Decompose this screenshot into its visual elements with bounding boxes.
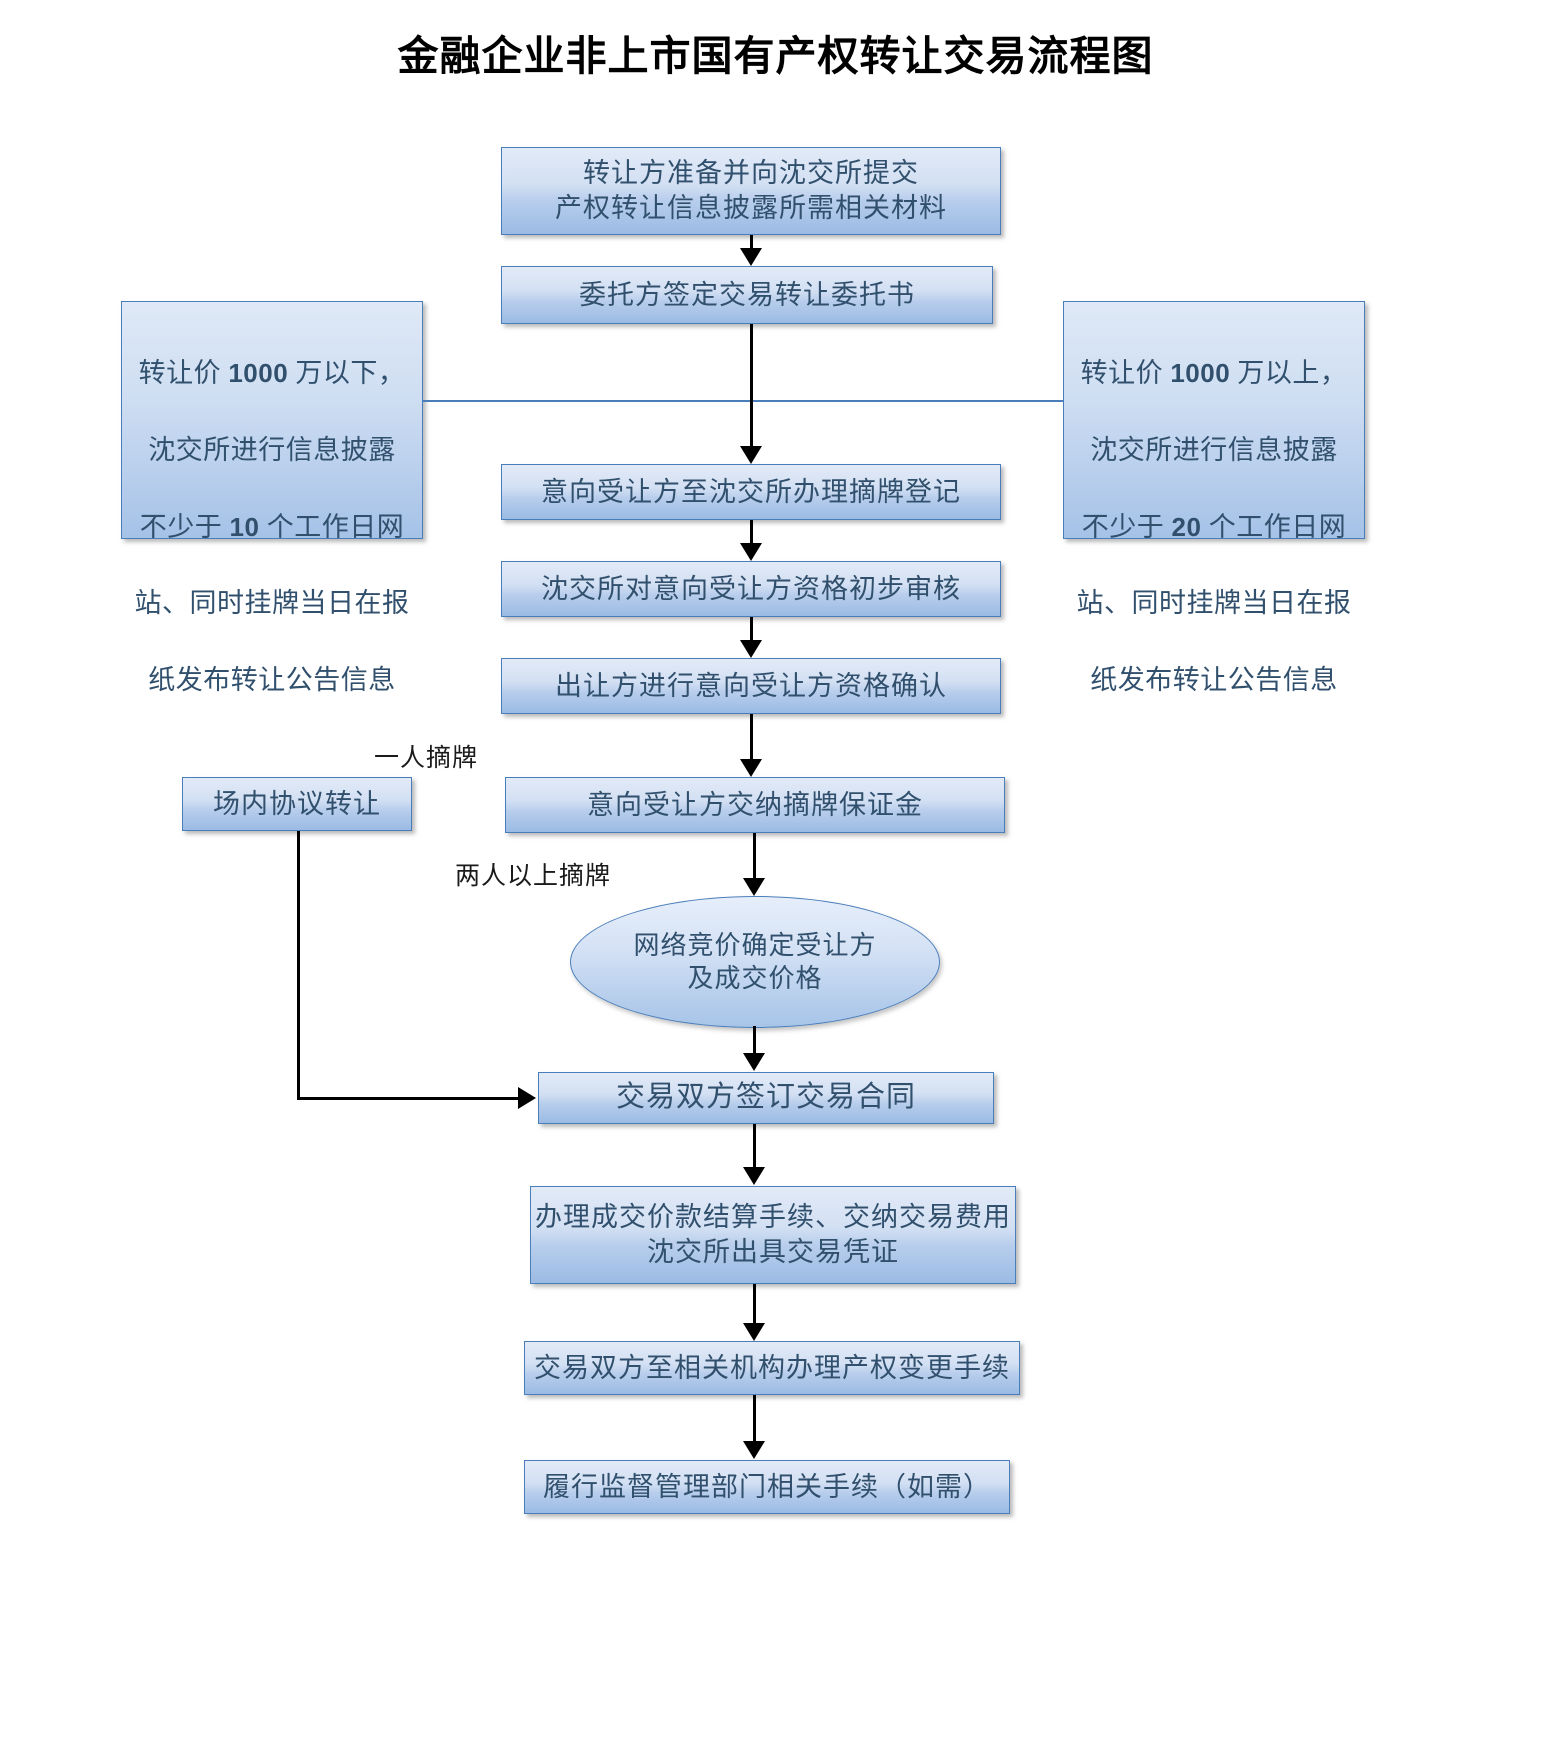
connector-step2-step3-line bbox=[750, 324, 753, 446]
connector-step5-step6-line bbox=[750, 714, 753, 760]
note-connector-line bbox=[423, 400, 1063, 402]
connector-step6-auction-arrow bbox=[743, 878, 765, 896]
connector-branch-right-line bbox=[297, 1097, 519, 1100]
note-right-line5: 纸发布转让公告信息 bbox=[1090, 664, 1338, 695]
edge-label-multi-bidder: 两人以上摘牌 bbox=[455, 863, 612, 890]
connector-auction-step7-line bbox=[753, 1026, 756, 1054]
node-step9-ownership-change[interactable]: 交易双方至相关机构办理产权变更手续 bbox=[524, 1341, 1020, 1395]
page-title: 金融企业非上市国有产权转让交易流程图 bbox=[397, 33, 1154, 79]
connector-step3-step4-arrow bbox=[740, 543, 762, 561]
node-step10-supervisory-procedures[interactable]: 履行监督管理部门相关手续（如需） bbox=[524, 1460, 1010, 1514]
node-step4-preliminary-review[interactable]: 沈交所对意向受让方资格初步审核 bbox=[501, 561, 1001, 617]
note-right-line3: 不少于 20 个工作日网 bbox=[1081, 511, 1347, 542]
note-right-line4: 站、同时挂牌当日在报 bbox=[1076, 588, 1352, 619]
connector-step2-step3-arrow bbox=[740, 446, 762, 464]
connector-step7-step8-line bbox=[753, 1124, 756, 1168]
connector-step1-step2-line bbox=[750, 235, 753, 251]
note-right-line2: 沈交所进行信息披露 bbox=[1090, 434, 1338, 465]
connector-step8-step9-arrow bbox=[743, 1323, 765, 1341]
connector-branch-down-line bbox=[297, 831, 300, 1098]
connector-step7-step8-arrow bbox=[743, 1167, 765, 1185]
connector-step4-step5-arrow bbox=[740, 640, 762, 658]
note-box-under-10m: 转让价 1000 万以下， 沈交所进行信息披露 不少于 10 个工作日网 站、同… bbox=[121, 301, 423, 695]
node-step5-qualification-confirm[interactable]: 出让方进行意向受让方资格确认 bbox=[501, 658, 1001, 714]
connector-step3-step4-line bbox=[750, 520, 753, 544]
node-step3-delisting-registration[interactable]: 意向受让方至沈交所办理摘牌登记 bbox=[501, 464, 1001, 520]
connector-step1-step2-arrow bbox=[740, 248, 762, 266]
note-box-over-10m: 转让价 1000 万以上， 沈交所进行信息披露 不少于 20 个工作日网 站、同… bbox=[1063, 301, 1365, 695]
note-left-line3: 不少于 10 个工作日网 bbox=[139, 511, 405, 542]
connector-auction-step7-arrow bbox=[743, 1053, 765, 1071]
note-left-line1: 转让价 1000 万以下， bbox=[138, 358, 406, 389]
edge-label-one-bidder: 一人摘牌 bbox=[374, 745, 479, 772]
connector-step8-step9-line bbox=[753, 1284, 756, 1324]
node-step7-sign-contract[interactable]: 交易双方签订交易合同 bbox=[538, 1072, 994, 1124]
connector-step6-auction-line bbox=[753, 833, 756, 879]
node-step2-sign-mandate[interactable]: 委托方签定交易转让委托书 bbox=[501, 266, 993, 324]
connector-step5-step6-arrow bbox=[740, 759, 762, 777]
node-online-auction[interactable]: 网络竞价确定受让方 及成交价格 bbox=[570, 896, 940, 1028]
connector-branch-step7-arrow bbox=[518, 1087, 536, 1109]
note-left-line5: 纸发布转让公告信息 bbox=[148, 664, 396, 695]
node-step8-settlement-and-voucher[interactable]: 办理成交价款结算手续、交纳交易费用 沈交所出具交易凭证 bbox=[530, 1186, 1016, 1284]
node-branch-negotiated-transfer[interactable]: 场内协议转让 bbox=[182, 777, 412, 831]
note-right-line1: 转让价 1000 万以上， bbox=[1080, 358, 1348, 389]
node-step1-submit-materials[interactable]: 转让方准备并向沈交所提交 产权转让信息披露所需相关材料 bbox=[501, 147, 1001, 235]
connector-step9-step10-line bbox=[753, 1395, 756, 1441]
connector-step4-step5-line bbox=[750, 617, 753, 641]
note-left-line4: 站、同时挂牌当日在报 bbox=[134, 588, 410, 619]
node-step6-deposit[interactable]: 意向受让方交纳摘牌保证金 bbox=[505, 777, 1005, 833]
connector-step9-step10-arrow bbox=[743, 1441, 765, 1459]
note-left-line2: 沈交所进行信息披露 bbox=[148, 434, 396, 465]
